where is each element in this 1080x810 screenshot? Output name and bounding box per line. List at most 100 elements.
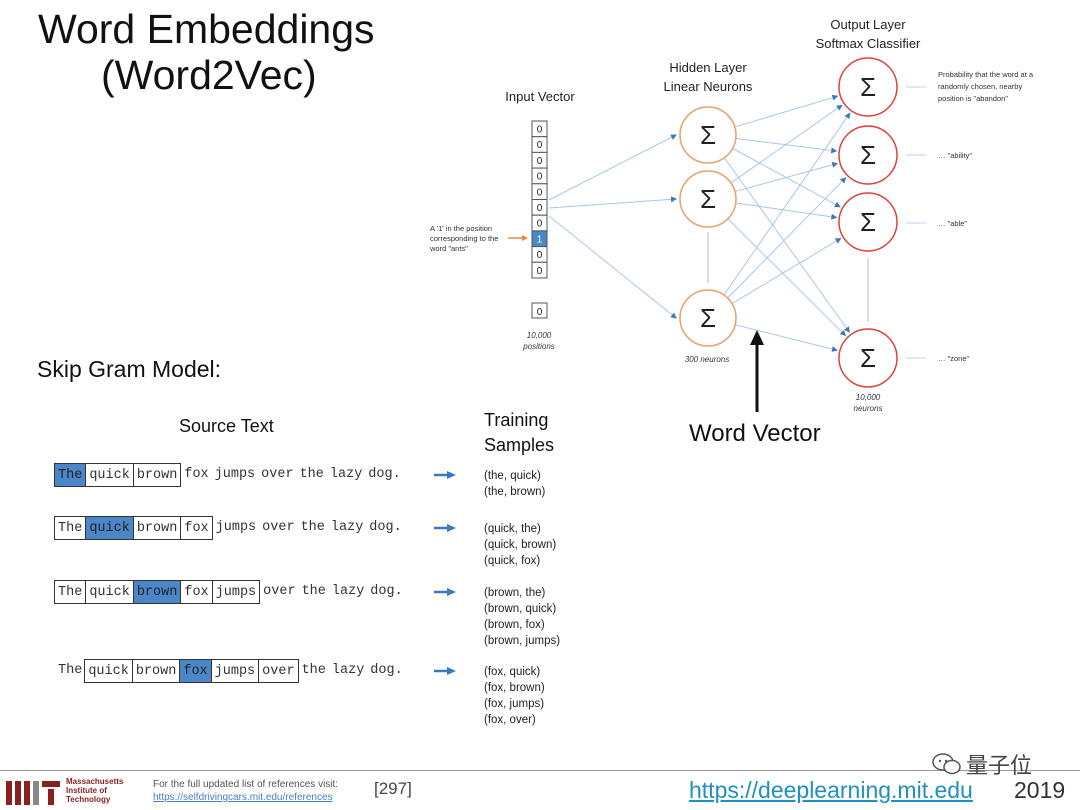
output-neuron-symbol: Σ <box>860 343 876 373</box>
source-text-heading: Source Text <box>179 416 274 436</box>
institution-name: Massachusetts Institute of Technology <box>66 777 123 804</box>
hidden-output-connection <box>727 177 847 299</box>
output-neuron-symbol: Σ <box>860 140 876 170</box>
context-word: dog. <box>368 467 401 482</box>
context-word: brown <box>131 659 181 683</box>
training-sample: (the, quick) <box>484 470 541 482</box>
training-samples: (the, quick)(the, brown) <box>484 468 545 500</box>
training-sample: (fox, quick) <box>484 666 541 678</box>
hidden-layer-label-1: Hidden Layer <box>669 60 747 75</box>
input-cell-value: 0 <box>537 187 543 198</box>
references-text: For the full updated list of references … <box>153 779 339 790</box>
hidden-output-connection <box>735 202 838 220</box>
connections <box>548 94 851 352</box>
target-word: The <box>54 463 87 487</box>
hidden-output-connection <box>734 94 839 128</box>
input-caption-1: 10,000 <box>527 331 552 340</box>
row-arrowhead <box>447 471 456 479</box>
input-cell-value: 0 <box>537 156 543 167</box>
input-cell-value: 0 <box>537 125 543 136</box>
context-word: jumps <box>214 467 256 482</box>
context-word: brown <box>132 463 182 487</box>
hidden-caption: 300 neurons <box>685 355 729 364</box>
context-word: The <box>54 580 87 604</box>
training-samples: (quick, the)(quick, brown)(quick, fox) <box>484 521 556 569</box>
context-word: the <box>301 584 326 599</box>
context-word: lazy <box>331 663 365 678</box>
context-word: lazy <box>329 467 363 482</box>
training-sample: (brown, jumps) <box>484 635 561 647</box>
input-hidden-connection <box>548 134 677 201</box>
hidden-output-connection <box>723 112 851 296</box>
institution-line-2: Institute of <box>66 786 107 795</box>
context-word: quick <box>85 463 134 487</box>
context-word: the <box>300 520 325 535</box>
context-word: fox <box>180 580 213 604</box>
output-caption-2: neurons <box>854 404 883 413</box>
hidden-output-connection <box>727 218 847 337</box>
input-cell-last <box>531 302 548 319</box>
training-sample: (brown, the) <box>484 587 546 599</box>
hidden-neuron-symbol: Σ <box>700 184 716 214</box>
output-annotation-abandon-3: position is "abandon" <box>938 94 1008 103</box>
context-word: over <box>261 467 294 482</box>
institution-line-3: Technology <box>66 795 111 804</box>
training-sample: (brown, quick) <box>484 603 557 615</box>
output-annotation-abandon-1: Probability that the word at a <box>938 70 1034 79</box>
input-annotation-2: corresponding to the <box>430 234 498 243</box>
footer-divider <box>0 770 1080 771</box>
context-word: quick <box>85 580 134 604</box>
hidden-layer-label-2: Linear Neurons <box>664 79 753 94</box>
training-samples: (fox, quick)(fox, brown)(fox, jumps)(fox… <box>484 664 545 728</box>
context-word: brown <box>132 516 182 540</box>
context-word: The <box>58 663 83 678</box>
input-cell-value: 0 <box>537 250 543 261</box>
hidden-output-connection <box>735 324 838 352</box>
hidden-neuron <box>679 170 737 228</box>
input-hidden-connection <box>548 215 677 319</box>
context-word: lazy <box>331 584 365 599</box>
target-word: fox <box>179 659 212 683</box>
wechat-icon <box>932 753 961 775</box>
context-word: the <box>299 467 324 482</box>
skip-gram-heading: Skip Gram Model: <box>37 356 222 382</box>
training-samples-heading: Training Samples <box>484 408 554 458</box>
output-neuron-symbol: Σ <box>860 207 876 237</box>
word-vector-label: Word Vector <box>689 420 821 447</box>
context-word: dog. <box>370 584 403 599</box>
output-neuron <box>838 192 898 252</box>
row-arrowhead <box>447 588 456 596</box>
input-caption-2: positions <box>522 342 555 351</box>
context-word: over <box>262 520 295 535</box>
output-layer-label-1: Output Layer <box>830 17 906 32</box>
context-word: quick <box>84 659 133 683</box>
context-word: dog. <box>370 663 403 678</box>
course-url-link[interactable]: https://deeplearning.mit.edu <box>689 777 973 803</box>
hidden-neuron-symbol: Σ <box>700 120 716 150</box>
input-cell-value: 0 <box>537 266 543 277</box>
training-heading-line-2: Samples <box>484 435 555 455</box>
title-line-1: Word Embeddings <box>38 6 375 52</box>
row-arrowhead <box>447 667 456 675</box>
context-word: jumps <box>211 580 261 604</box>
annotation-arrowhead <box>522 235 528 241</box>
mit-logo <box>6 781 60 805</box>
context-word: fox <box>180 516 213 540</box>
hidden-neuron-symbol: Σ <box>700 303 716 333</box>
context-word: jumps <box>210 659 260 683</box>
input-cell-value: 0 <box>537 140 543 151</box>
year-label: 2019 <box>1014 777 1066 803</box>
target-word: quick <box>85 516 134 540</box>
references-link[interactable]: https://selfdrivingcars.mit.edu/referenc… <box>153 792 333 803</box>
training-sample: (brown, fox) <box>484 619 545 631</box>
watermark-text: 量子位 <box>966 753 1033 778</box>
training-sample: (quick, the) <box>484 523 541 535</box>
hidden-neuron <box>679 289 737 347</box>
hidden-neuron <box>679 106 737 164</box>
